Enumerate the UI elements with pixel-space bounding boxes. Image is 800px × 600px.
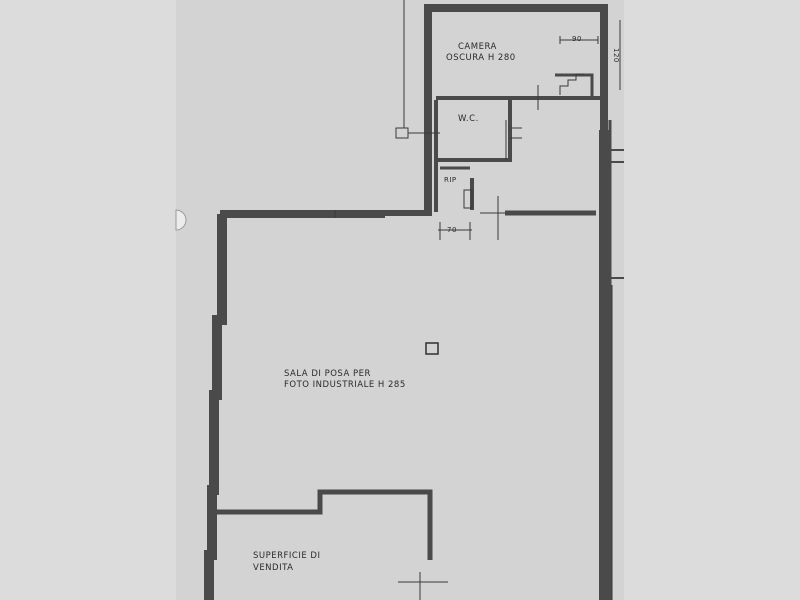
label-sup-line2: VENDITA: [253, 563, 293, 573]
central-column: [425, 342, 439, 355]
fixtures: [334, 0, 621, 600]
label-camera-line2: OSCURA H 280: [446, 53, 516, 63]
wall-partition-sales: [216, 489, 433, 560]
walls: [204, 4, 624, 600]
label-sala-line1: SALA DI POSA PER: [284, 369, 371, 379]
label-dim-90: 90: [572, 35, 582, 43]
vent-box: [395, 127, 409, 139]
rip-fixture: [463, 189, 473, 209]
room-labels: CAMERA OSCURA H 280 90 120 W.C. RIP 70 S…: [253, 35, 620, 573]
label-camera-line1: CAMERA: [458, 42, 497, 52]
label-sup-line1: SUPERFICIE DI: [253, 551, 320, 561]
wall-main-left: [204, 214, 227, 600]
label-rip: RIP: [444, 176, 457, 184]
label-wc: W.C.: [458, 114, 479, 124]
label-sala-line2: FOTO INDUSTRIALE H 285: [284, 380, 406, 390]
label-dim-120: 120: [612, 48, 620, 63]
wall-wc: [434, 100, 512, 162]
binder-hole: [175, 209, 187, 231]
stair-steps: [559, 73, 584, 95]
wall-camera-stub: [555, 73, 594, 100]
wall-annex-outer: [424, 4, 608, 212]
label-dim-70: 70: [447, 226, 457, 234]
